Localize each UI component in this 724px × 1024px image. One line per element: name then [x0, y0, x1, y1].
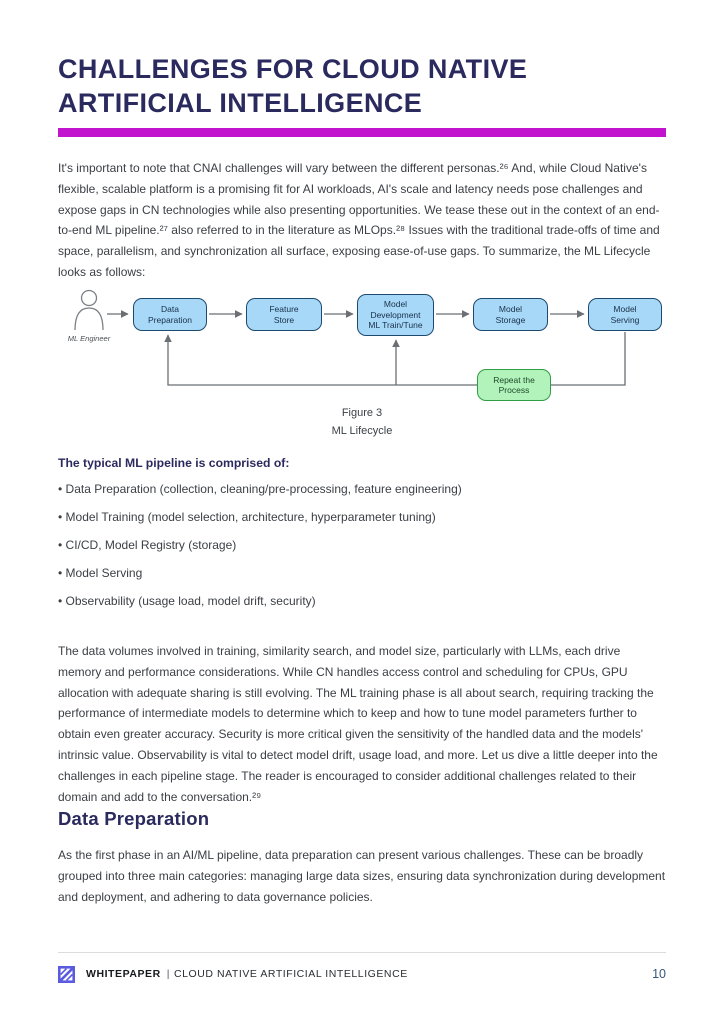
bullet-cicd-registry: CI/CD, Model Registry (storage)	[58, 537, 666, 555]
intro-paragraph: It's important to note that CNAI challen…	[58, 161, 660, 279]
bullet-observability: Observability (usage load, model drift, …	[58, 593, 666, 611]
section-heading-data-preparation: Data Preparation	[58, 808, 210, 829]
node-model-storage: Model Storage	[473, 298, 548, 331]
footer-divider	[58, 952, 666, 953]
figure-caption-number: Figure 3	[341, 407, 383, 419]
node-model-serving: Model Serving	[588, 298, 662, 331]
node-model-development: Model Development ML Train/Tune	[357, 294, 434, 336]
ml-lifecycle-diagram: Data Preparation Feature Store Model Dev…	[58, 288, 666, 404]
flow-arrows	[107, 310, 626, 386]
bullet-model-training: Model Training (model selection, archite…	[58, 509, 666, 527]
cncf-logo-icon	[58, 965, 75, 983]
footer-document-title: CLOUD NATIVE ARTIFICIAL INTELLIGENCE	[174, 968, 408, 980]
node-feature-store: Feature Store	[246, 298, 322, 331]
bullet-model-serving: Model Serving	[58, 565, 666, 583]
page-title: CHALLENGES FOR CLOUD NATIVE ARTIFICIAL I…	[58, 52, 666, 120]
title-accent-bar	[58, 128, 666, 137]
bullet-data-preparation: Data Preparation (collection, cleaning/p…	[58, 481, 666, 499]
node-repeat-process: Repeat the Process	[477, 369, 551, 401]
page-number: 10	[652, 967, 666, 981]
footer-separator: |	[166, 968, 171, 980]
pipeline-heading: The typical ML pipeline is comprised of:	[58, 456, 290, 470]
page-title-line1: CHALLENGES FOR CLOUD NATIVE	[58, 54, 528, 84]
figure-caption: Figure 3 ML Lifecycle	[58, 404, 666, 440]
ml-engineer-label: ML Engineer	[67, 334, 111, 343]
page-footer: WHITEPAPER |CLOUD NATIVE ARTIFICIAL INTEL…	[58, 962, 666, 986]
pipeline-bullet-list: Data Preparation (collection, cleaning/p…	[58, 481, 666, 621]
page-title-line2: ARTIFICIAL INTELLIGENCE	[58, 88, 423, 118]
ml-engineer-icon	[74, 289, 104, 331]
body-paragraph: The data volumes involved in training, s…	[58, 644, 658, 804]
footer-text: WHITEPAPER |CLOUD NATIVE ARTIFICIAL INTEL…	[86, 968, 408, 980]
data-preparation-paragraph: As the first phase in an AI/ML pipeline,…	[58, 848, 666, 904]
figure-caption-title: ML Lifecycle	[331, 425, 393, 437]
diagram-connectors	[74, 289, 626, 386]
node-data-preparation: Data Preparation	[133, 298, 207, 331]
footer-brand: WHITEPAPER	[86, 968, 161, 980]
